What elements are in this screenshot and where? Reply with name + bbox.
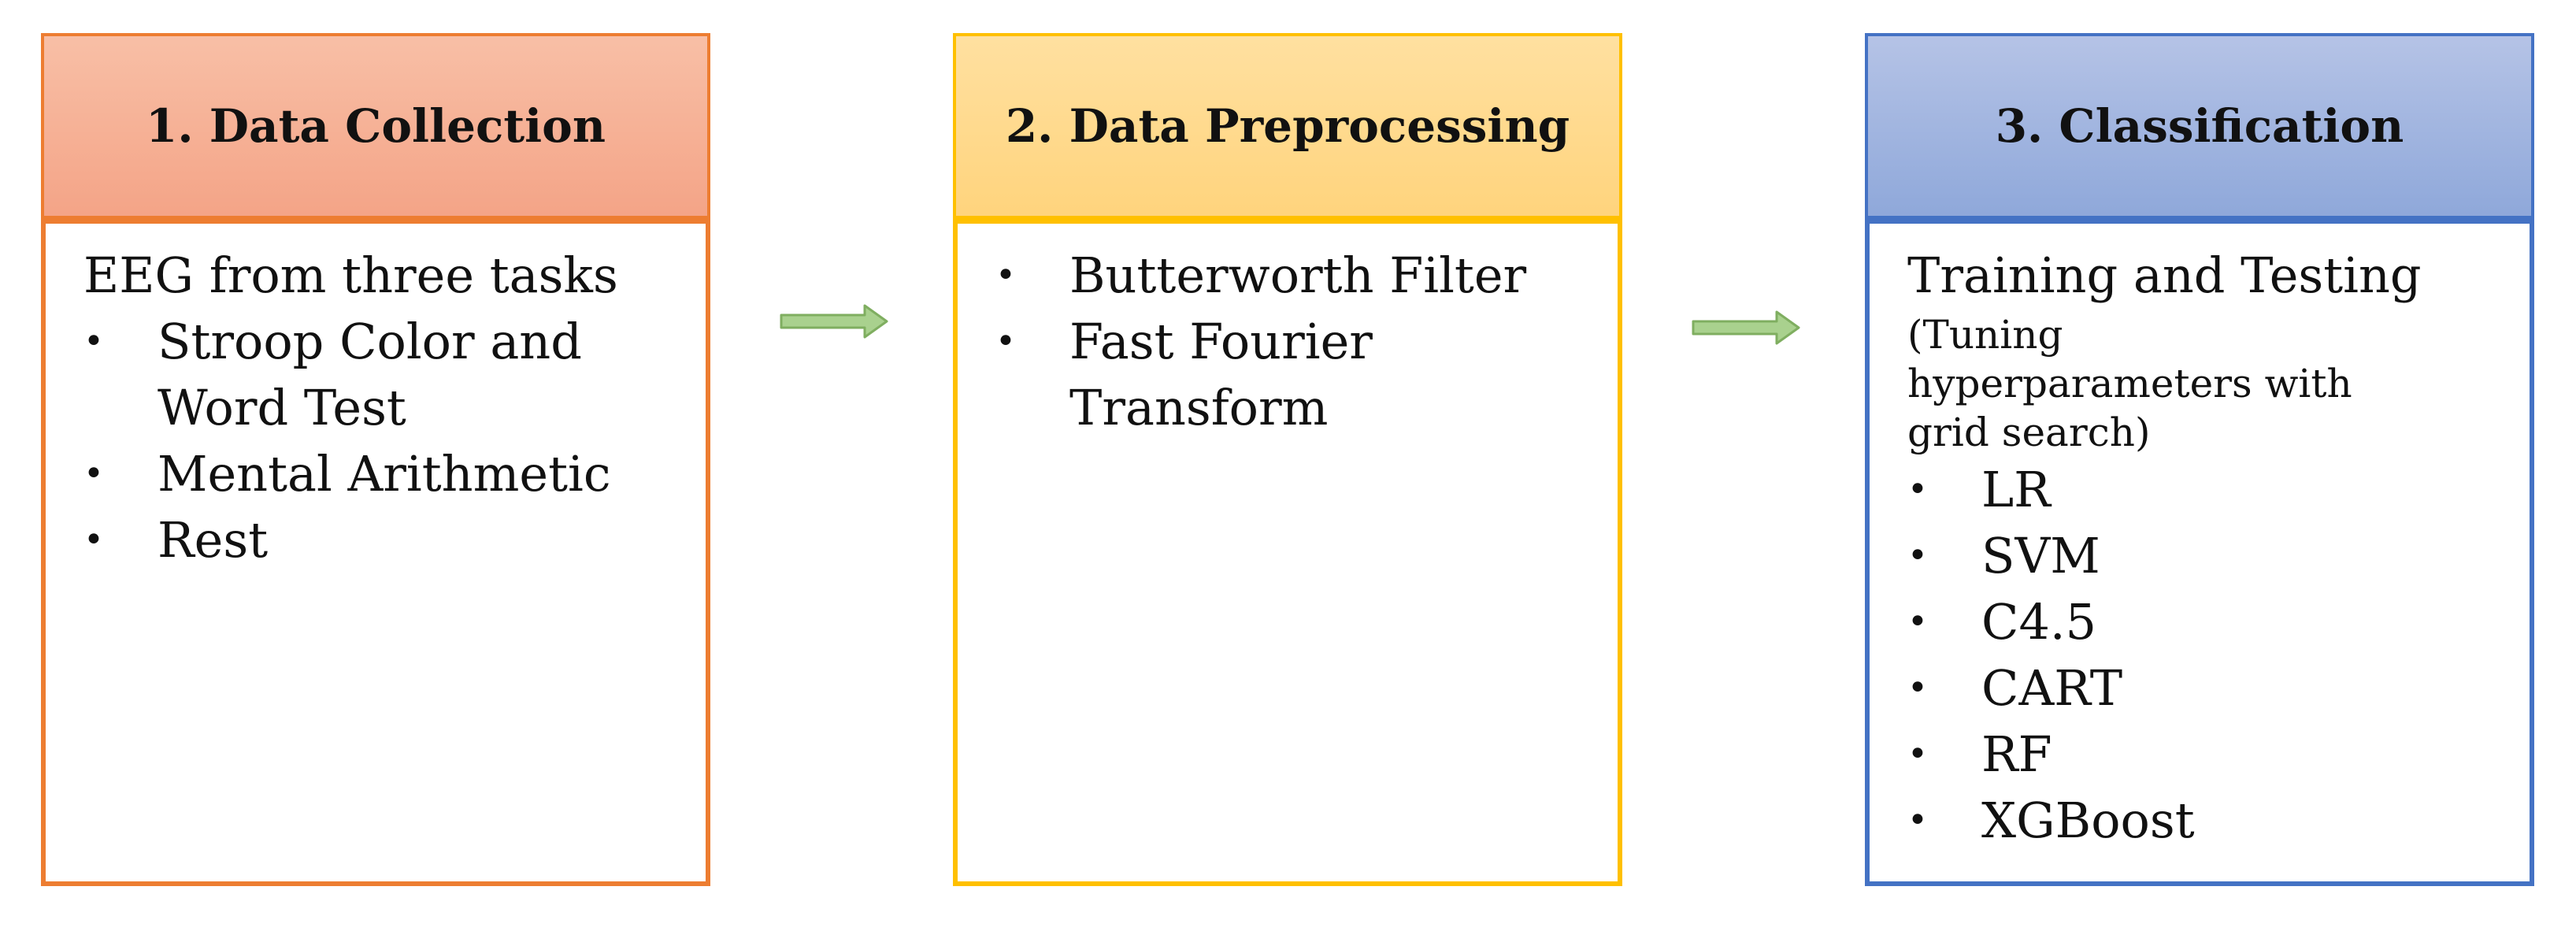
step-2-list: • Butterworth Filter • Fast Fourier Tran… <box>995 243 1594 441</box>
bullet-icon: • <box>1907 734 1928 774</box>
bullet-icon: • <box>1907 469 1928 510</box>
step-data-collection: 1. Data Collection EEG from three tasks … <box>41 33 710 886</box>
bullet-icon: • <box>1907 668 1928 708</box>
step-3-note: (Tuning hyperparameters with grid search… <box>1907 312 2352 455</box>
step-2-body: • Butterworth Filter • Fast Fourier Tran… <box>953 219 1622 886</box>
list-item: • LR <box>1907 457 2506 523</box>
list-item: • RF <box>1907 721 2506 788</box>
step-1-list: • Stroop Color and Word Test • Mental Ar… <box>83 309 682 573</box>
list-item: • C4.5 <box>1907 589 2506 655</box>
step-1-body: EEG from three tasks • Stroop Color and … <box>41 219 710 886</box>
bullet-icon: • <box>83 520 104 560</box>
list-item: • SVM <box>1907 523 2506 589</box>
step-data-preprocessing: 2. Data Preprocessing • Butterworth Filt… <box>953 33 1622 886</box>
step-3-title: 3. Classification <box>1995 99 2404 153</box>
bullet-icon: • <box>1907 602 1928 642</box>
list-item-label: SVM <box>1981 527 2100 584</box>
step-1-header: 1. Data Collection <box>41 33 710 219</box>
list-item-label: Fast Fourier Transform <box>1069 313 1373 436</box>
list-item: • Butterworth Filter <box>995 243 1594 309</box>
bullet-icon: • <box>83 454 104 494</box>
bullet-icon: • <box>83 321 104 362</box>
list-item-label: LR <box>1981 461 2051 518</box>
list-item: • Stroop Color and Word Test <box>83 309 599 441</box>
bullet-icon: • <box>1907 800 1928 840</box>
step-1-lead: EEG from three tasks <box>83 247 618 304</box>
list-item-label: Stroop Color and Word Test <box>158 313 582 436</box>
step-3-lead: Training and Testing <box>1907 247 2422 304</box>
bullet-icon: • <box>1907 536 1928 576</box>
step-classification: 3. Classification Training and Testing (… <box>1865 33 2534 886</box>
step-3-list: • LR • SVM • C4.5 • CART <box>1907 457 2506 854</box>
step-3-body: Training and Testing (Tuning hyperparame… <box>1865 219 2534 886</box>
list-item-label: XGBoost <box>1981 792 2195 849</box>
step-2-title: 2. Data Preprocessing <box>1005 99 1570 153</box>
list-item: • Rest <box>83 507 682 573</box>
bullet-icon: • <box>995 321 1016 362</box>
list-item-label: Mental Arithmetic <box>158 445 611 503</box>
step-2-header: 2. Data Preprocessing <box>953 33 1622 219</box>
list-item-label: RF <box>1981 725 2052 783</box>
list-item: • Fast Fourier Transform <box>995 309 1400 441</box>
arrow-right-icon <box>780 304 888 339</box>
arrow-right-icon <box>1692 310 1800 345</box>
list-item-label: CART <box>1981 659 2123 717</box>
list-item-label: Rest <box>158 511 269 569</box>
list-item-label: Butterworth Filter <box>1069 247 1527 304</box>
step-3-header: 3. Classification <box>1865 33 2534 219</box>
list-item: • Mental Arithmetic <box>83 441 682 507</box>
list-item: • XGBoost <box>1907 788 2506 854</box>
bullet-icon: • <box>995 255 1016 295</box>
step-1-title: 1. Data Collection <box>146 99 606 153</box>
list-item: • CART <box>1907 655 2506 721</box>
list-item-label: C4.5 <box>1981 593 2097 651</box>
